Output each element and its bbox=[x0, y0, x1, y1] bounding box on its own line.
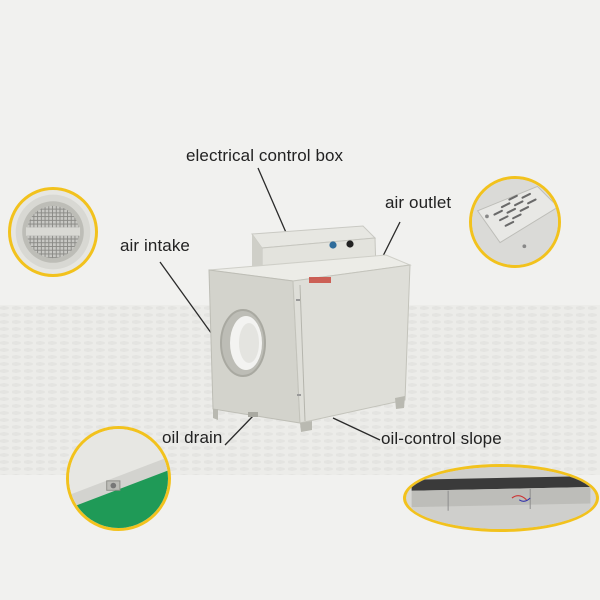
label-air-intake: air intake bbox=[120, 236, 190, 255]
oil-control-slope-closeup bbox=[403, 464, 599, 532]
air-intake-closeup bbox=[8, 187, 98, 277]
leader-line-oil-drain bbox=[224, 415, 254, 446]
oil-drain-icon bbox=[69, 429, 168, 528]
outlet-vent-icon bbox=[472, 179, 558, 265]
intake-grille-icon bbox=[15, 194, 91, 270]
slope-interior-icon bbox=[411, 467, 591, 529]
leader-line-oil-slope bbox=[332, 417, 381, 441]
unit-front-face bbox=[292, 264, 411, 424]
label-oil-drain: oil drain bbox=[162, 428, 223, 447]
label-air-outlet: air outlet bbox=[385, 193, 452, 212]
label-electrical-control-box: electrical control box bbox=[186, 146, 344, 165]
oil-drain-closeup bbox=[66, 426, 171, 531]
label-oil-control-slope: oil-control slope bbox=[381, 429, 502, 448]
air-intake-duct bbox=[220, 309, 266, 377]
air-outlet-closeup bbox=[469, 176, 561, 268]
